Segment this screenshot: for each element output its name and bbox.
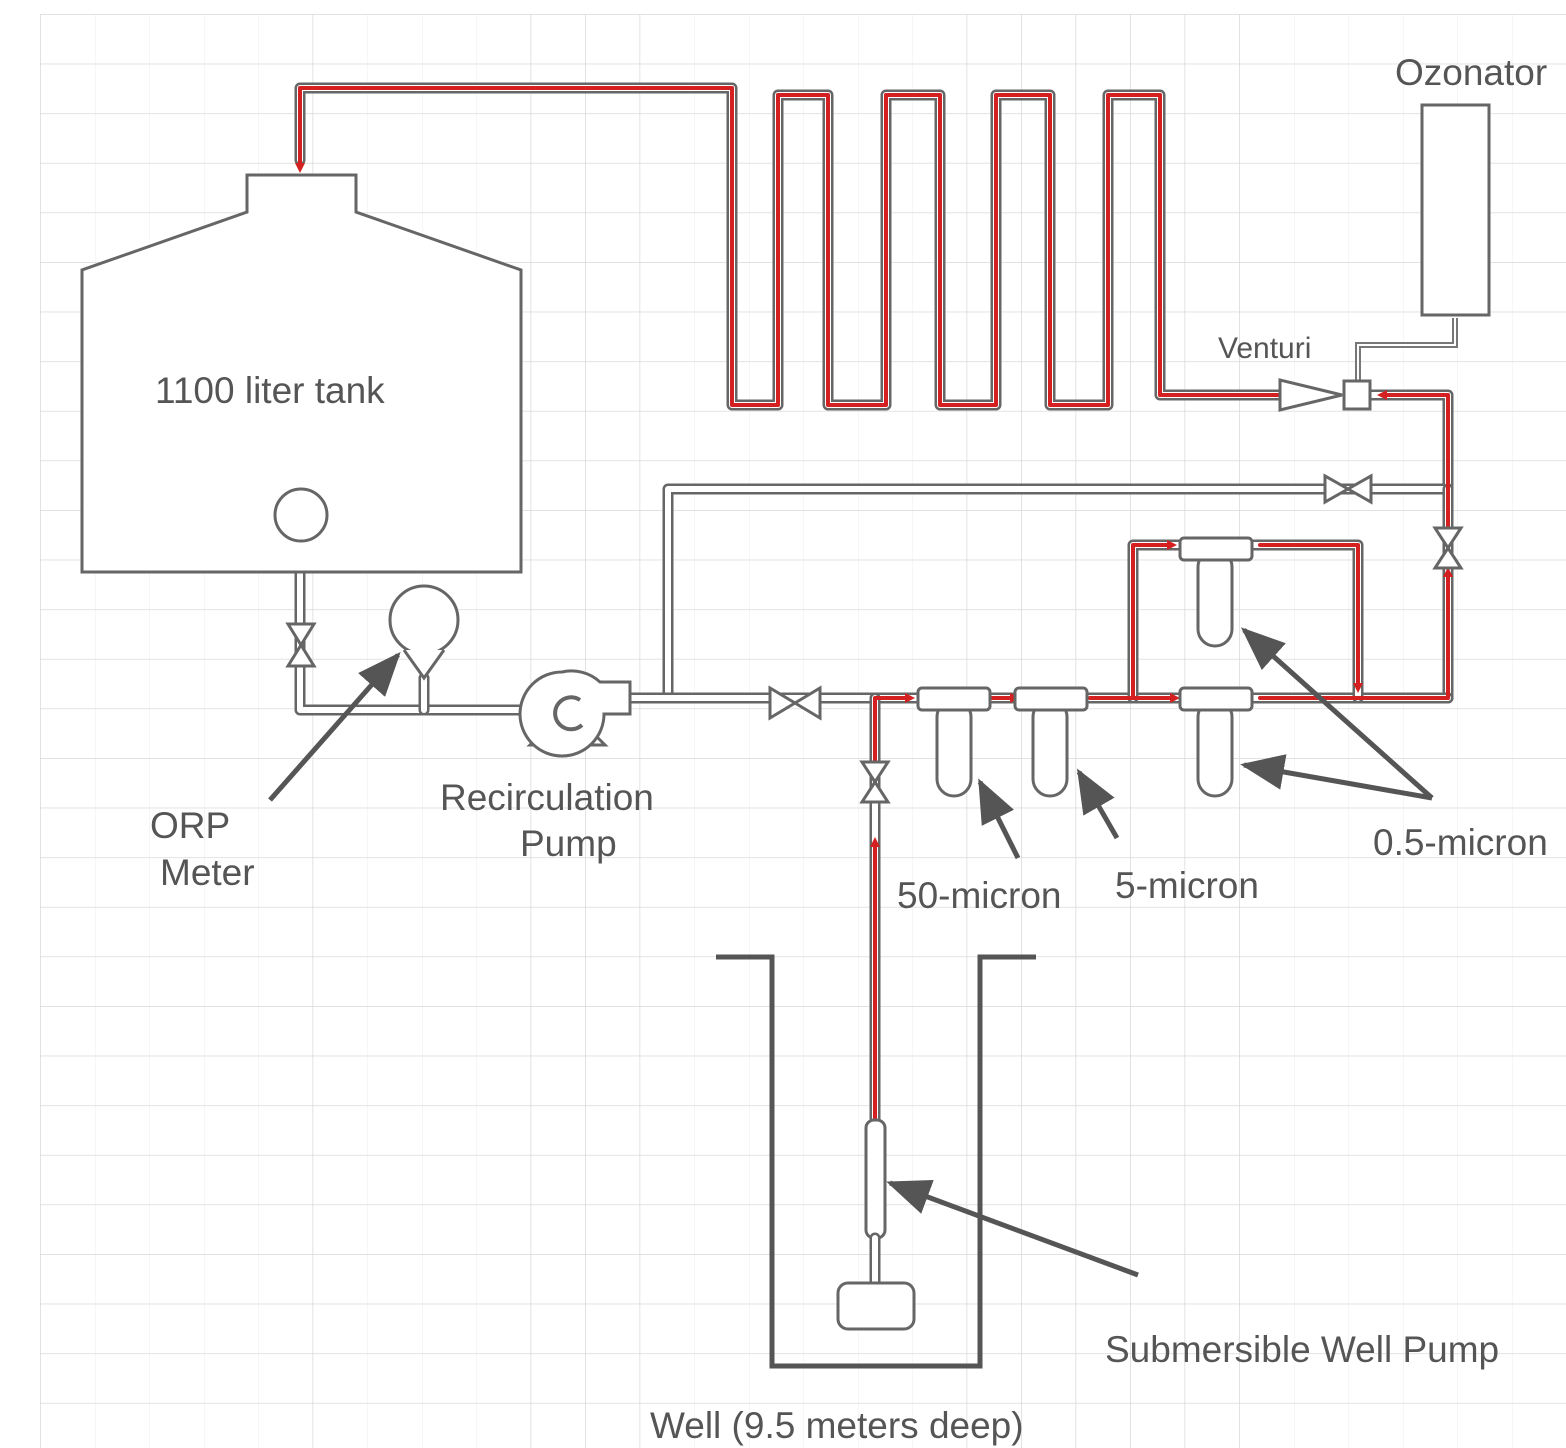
filter-5-label: 5-micron bbox=[1115, 865, 1259, 906]
arrow-50-micron bbox=[977, 778, 1021, 860]
recirc-label-line2: Pump bbox=[520, 823, 617, 864]
arrow-orp-meter bbox=[268, 652, 401, 802]
tank-label: 1100 liter tank bbox=[155, 370, 385, 411]
valve-return bbox=[1432, 526, 1464, 570]
filter-50-micron bbox=[916, 686, 992, 798]
arrow-5-micron bbox=[1076, 768, 1120, 840]
flow-path bbox=[295, 86, 1453, 1122]
recirc-label-line1: Recirculation bbox=[440, 777, 654, 818]
arrow-well-pump bbox=[886, 1180, 1139, 1278]
filter-50-label: 50-micron bbox=[897, 875, 1062, 916]
ozonator-label: Ozonator bbox=[1395, 52, 1547, 93]
orp-label-line1: ORP bbox=[150, 805, 230, 846]
valve-bypass bbox=[1323, 473, 1373, 505]
well-label: Well (9.5 meters deep) bbox=[650, 1405, 1024, 1446]
well-shaft bbox=[716, 954, 1036, 1369]
valve-well-riser bbox=[859, 760, 891, 804]
callout-arrows bbox=[268, 627, 1434, 1278]
tank bbox=[80, 173, 523, 574]
filter-0-5-micron-upper bbox=[1178, 536, 1254, 648]
labels: 1100 liter tank Ozonator Venturi ORP Met… bbox=[150, 52, 1548, 1446]
valves bbox=[285, 473, 1464, 804]
submersible-pump bbox=[836, 1118, 916, 1331]
valve-tank-outlet bbox=[285, 622, 317, 668]
orp-meter bbox=[388, 584, 460, 681]
filter-05-label: 0.5-micron bbox=[1373, 822, 1548, 863]
filter-5-micron bbox=[1013, 686, 1089, 798]
recirculation-pump bbox=[518, 669, 632, 758]
tank-outlet bbox=[273, 487, 329, 543]
venturi-label: Venturi bbox=[1218, 332, 1311, 365]
well-pump-label: Submersible Well Pump bbox=[1105, 1329, 1499, 1370]
valve-main-line bbox=[768, 685, 822, 721]
filter-0-5-micron-lower bbox=[1178, 686, 1254, 798]
orp-label-line2: Meter bbox=[160, 852, 255, 893]
ozonator bbox=[1420, 103, 1491, 317]
arrow-0-5-micron-upper bbox=[1241, 627, 1434, 800]
arrow-0-5-micron-lower bbox=[1240, 754, 1433, 801]
venturi-injector bbox=[1278, 378, 1372, 412]
